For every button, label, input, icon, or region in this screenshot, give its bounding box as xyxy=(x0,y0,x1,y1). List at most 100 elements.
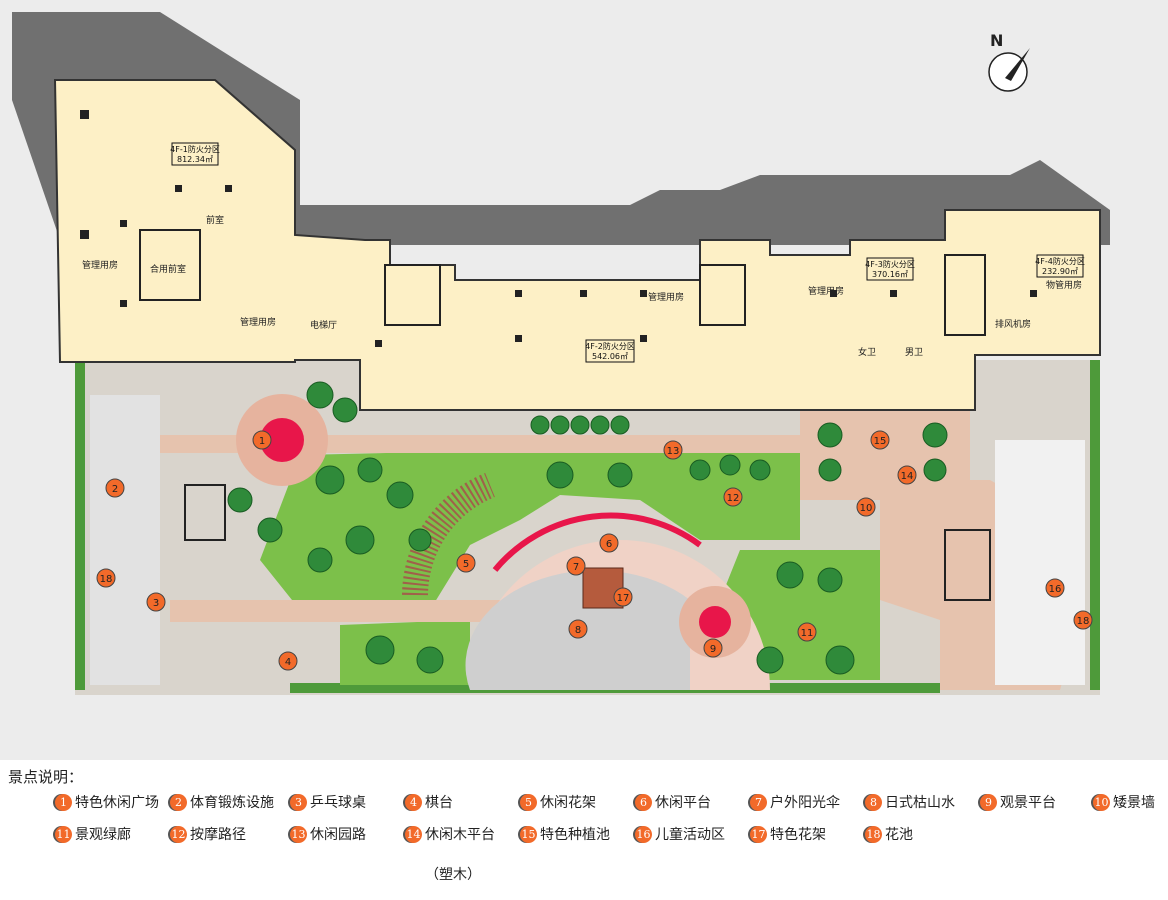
svg-text:12: 12 xyxy=(727,493,740,504)
marker-3: 3 xyxy=(146,592,166,612)
marker-15: 15 xyxy=(870,430,890,450)
svg-text:4F-4防火分区: 4F-4防火分区 xyxy=(1035,256,1085,266)
legend-label: 儿童活动区 xyxy=(655,827,725,843)
site-plan: 4F-1防火分区 812.34㎡ 4F-2防火分区 542.06㎡ 4F-3防火… xyxy=(0,0,1168,760)
marker-2: 2 xyxy=(105,478,125,498)
legend-number-badge: 16 xyxy=(635,825,652,843)
legend-number-badge: 17 xyxy=(750,825,767,843)
zone-label-3: 4F-3防火分区 370.16㎡ xyxy=(865,257,915,281)
marker-12: 12 xyxy=(723,487,743,507)
marker-13: 13 xyxy=(663,440,683,460)
svg-text:4F-2防火分区: 4F-2防火分区 xyxy=(585,341,635,351)
svg-text:4F-3防火分区: 4F-3防火分区 xyxy=(865,259,915,269)
legend-number-badge: 8 xyxy=(865,793,882,811)
legend-label: 特色种植池 xyxy=(540,827,610,843)
marker-10: 10 xyxy=(856,497,876,517)
trees xyxy=(227,381,948,675)
zone-label-4: 4F-4防火分区 232.90㎡ xyxy=(1035,254,1085,278)
svg-text:16: 16 xyxy=(1049,584,1062,595)
north-compass: N xyxy=(988,31,1030,92)
marker-14: 14 xyxy=(897,465,917,485)
svg-text:15: 15 xyxy=(874,436,887,447)
marker-4: 4 xyxy=(278,651,298,671)
columns xyxy=(80,110,1037,347)
svg-text:812.34㎡: 812.34㎡ xyxy=(177,155,213,164)
legend-number-badge: 4 xyxy=(405,793,422,811)
legend-number-badge: 5 xyxy=(520,793,537,811)
room-label: 男卫 xyxy=(905,347,923,358)
legend-number-badge: 14 xyxy=(405,825,422,843)
marker-1: 1 xyxy=(252,430,272,450)
legend-label: 日式枯山水 xyxy=(885,795,955,811)
zone-label-1: 4F-1防火分区 812.34㎡ xyxy=(170,142,220,166)
svg-text:3: 3 xyxy=(153,598,159,609)
room-label: 合用前室 xyxy=(150,263,186,275)
legend-number-badge: 18 xyxy=(865,825,882,843)
svg-text:17: 17 xyxy=(617,593,630,604)
svg-text:1: 1 xyxy=(259,436,265,447)
svg-text:2: 2 xyxy=(112,484,118,495)
legend-number-badge: 1 xyxy=(55,793,72,811)
marker-16: 16 xyxy=(1045,578,1065,598)
legend-number-badge: 15 xyxy=(520,825,537,843)
legend-label: 休闲平台 xyxy=(655,795,711,811)
room-label: 管理用房 xyxy=(808,285,844,297)
svg-text:10: 10 xyxy=(860,503,873,514)
marker-6: 6 xyxy=(599,533,619,553)
legend-number-badge: 13 xyxy=(290,825,307,843)
legend-label: 观景平台 xyxy=(1000,795,1056,811)
marker-9: 9 xyxy=(703,638,723,658)
room-label: 管理用房 xyxy=(82,259,118,271)
compass-label: N xyxy=(990,31,1003,50)
svg-text:542.06㎡: 542.06㎡ xyxy=(592,352,628,361)
legend-number-badge: 6 xyxy=(635,793,652,811)
room-label: 管理用房 xyxy=(648,291,684,303)
legend-title: 景点说明： xyxy=(8,768,84,786)
legend-number-badge: 12 xyxy=(170,825,187,843)
legend-note-14: （塑木） xyxy=(425,867,481,883)
legend-label: 乒乓球桌 xyxy=(310,795,366,811)
legend-number-badge: 2 xyxy=(170,793,187,811)
svg-text:5: 5 xyxy=(463,559,469,570)
room-label: 物管用房 xyxy=(1046,279,1082,291)
legend-label: 花池 xyxy=(885,827,913,843)
svg-text:370.16㎡: 370.16㎡ xyxy=(872,270,908,279)
zone-label-2: 4F-2防火分区 542.06㎡ xyxy=(585,339,635,363)
legend-number-badge: 11 xyxy=(55,825,72,843)
room-label: 管理用房 xyxy=(240,316,276,328)
legend-number-badge: 7 xyxy=(750,793,767,811)
legend-label: 休闲花架 xyxy=(540,795,596,811)
legend-label: 体育锻炼设施 xyxy=(190,795,274,811)
room-label: 排风机房 xyxy=(995,318,1031,330)
marker-17: 17 xyxy=(613,587,633,607)
legend-label: 特色休闲广场 xyxy=(75,795,159,811)
svg-text:14: 14 xyxy=(901,471,914,482)
svg-text:6: 6 xyxy=(606,539,612,550)
marker-7: 7 xyxy=(566,556,586,576)
svg-text:4F-1防火分区: 4F-1防火分区 xyxy=(170,144,220,154)
legend-label: 休闲木平台 xyxy=(425,827,495,843)
svg-text:4: 4 xyxy=(285,657,291,668)
svg-text:18: 18 xyxy=(1077,616,1090,627)
legend-label: 矮景墙 xyxy=(1113,795,1155,811)
room-label: 女卫 xyxy=(858,346,876,358)
legend-label: 按摩路径 xyxy=(190,827,246,843)
svg-text:9: 9 xyxy=(710,644,716,655)
